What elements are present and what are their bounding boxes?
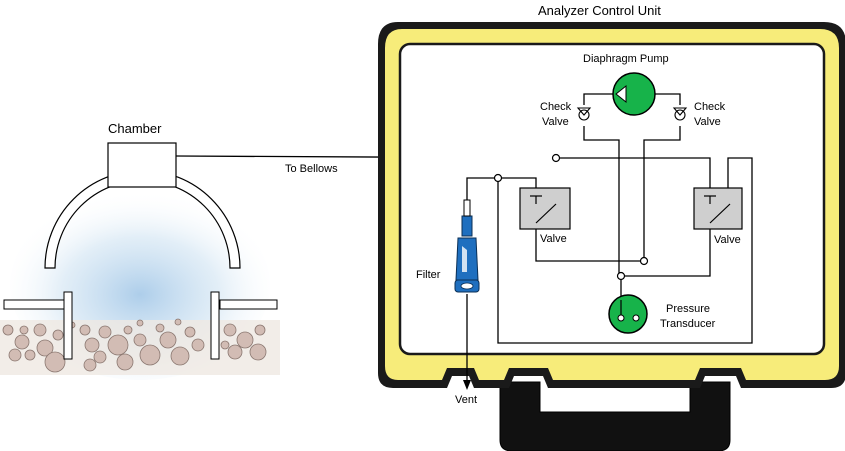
junction-node xyxy=(493,173,503,183)
inner-panel xyxy=(398,42,826,356)
right-valve xyxy=(693,187,743,230)
junction-node xyxy=(551,153,561,163)
analyzer-control-unit xyxy=(378,22,845,451)
check-valve-left xyxy=(576,107,592,121)
chamber-assembly: Chamber xyxy=(0,121,280,380)
check-valve-right-label-1: Check xyxy=(694,101,726,113)
chamber-label: Chamber xyxy=(108,121,162,136)
pressure-transducer xyxy=(608,294,648,334)
transducer-label-2: Transducer xyxy=(660,318,716,330)
unit-title: Analyzer Control Unit xyxy=(538,3,661,18)
right-flange xyxy=(219,299,278,310)
left-valve-label: Valve xyxy=(540,233,567,245)
pump-label: Diaphragm Pump xyxy=(583,53,669,65)
left-flange xyxy=(3,299,65,310)
filter xyxy=(454,199,480,293)
check-valve-left-label-2: Valve xyxy=(542,116,569,128)
transducer-label-1: Pressure xyxy=(666,303,710,315)
left-valve xyxy=(519,187,571,230)
junction-node xyxy=(639,256,649,266)
carry-handle xyxy=(499,381,731,451)
junction-node xyxy=(616,271,626,281)
check-valve-right xyxy=(672,107,688,121)
left-collar-post xyxy=(63,291,73,360)
chamber-port xyxy=(107,142,177,188)
filter-label: Filter xyxy=(416,269,441,281)
to-bellows-label: To Bellows xyxy=(285,163,338,175)
check-valve-right-label-2: Valve xyxy=(694,116,721,128)
diaphragm-pump xyxy=(612,72,656,116)
right-collar-post xyxy=(210,291,220,360)
soil-pebbles xyxy=(2,318,267,373)
vent-label: Vent xyxy=(455,394,477,406)
check-valve-left-label-1: Check xyxy=(540,101,572,113)
chamber-dome xyxy=(44,169,241,269)
right-valve-label: Valve xyxy=(714,234,741,246)
